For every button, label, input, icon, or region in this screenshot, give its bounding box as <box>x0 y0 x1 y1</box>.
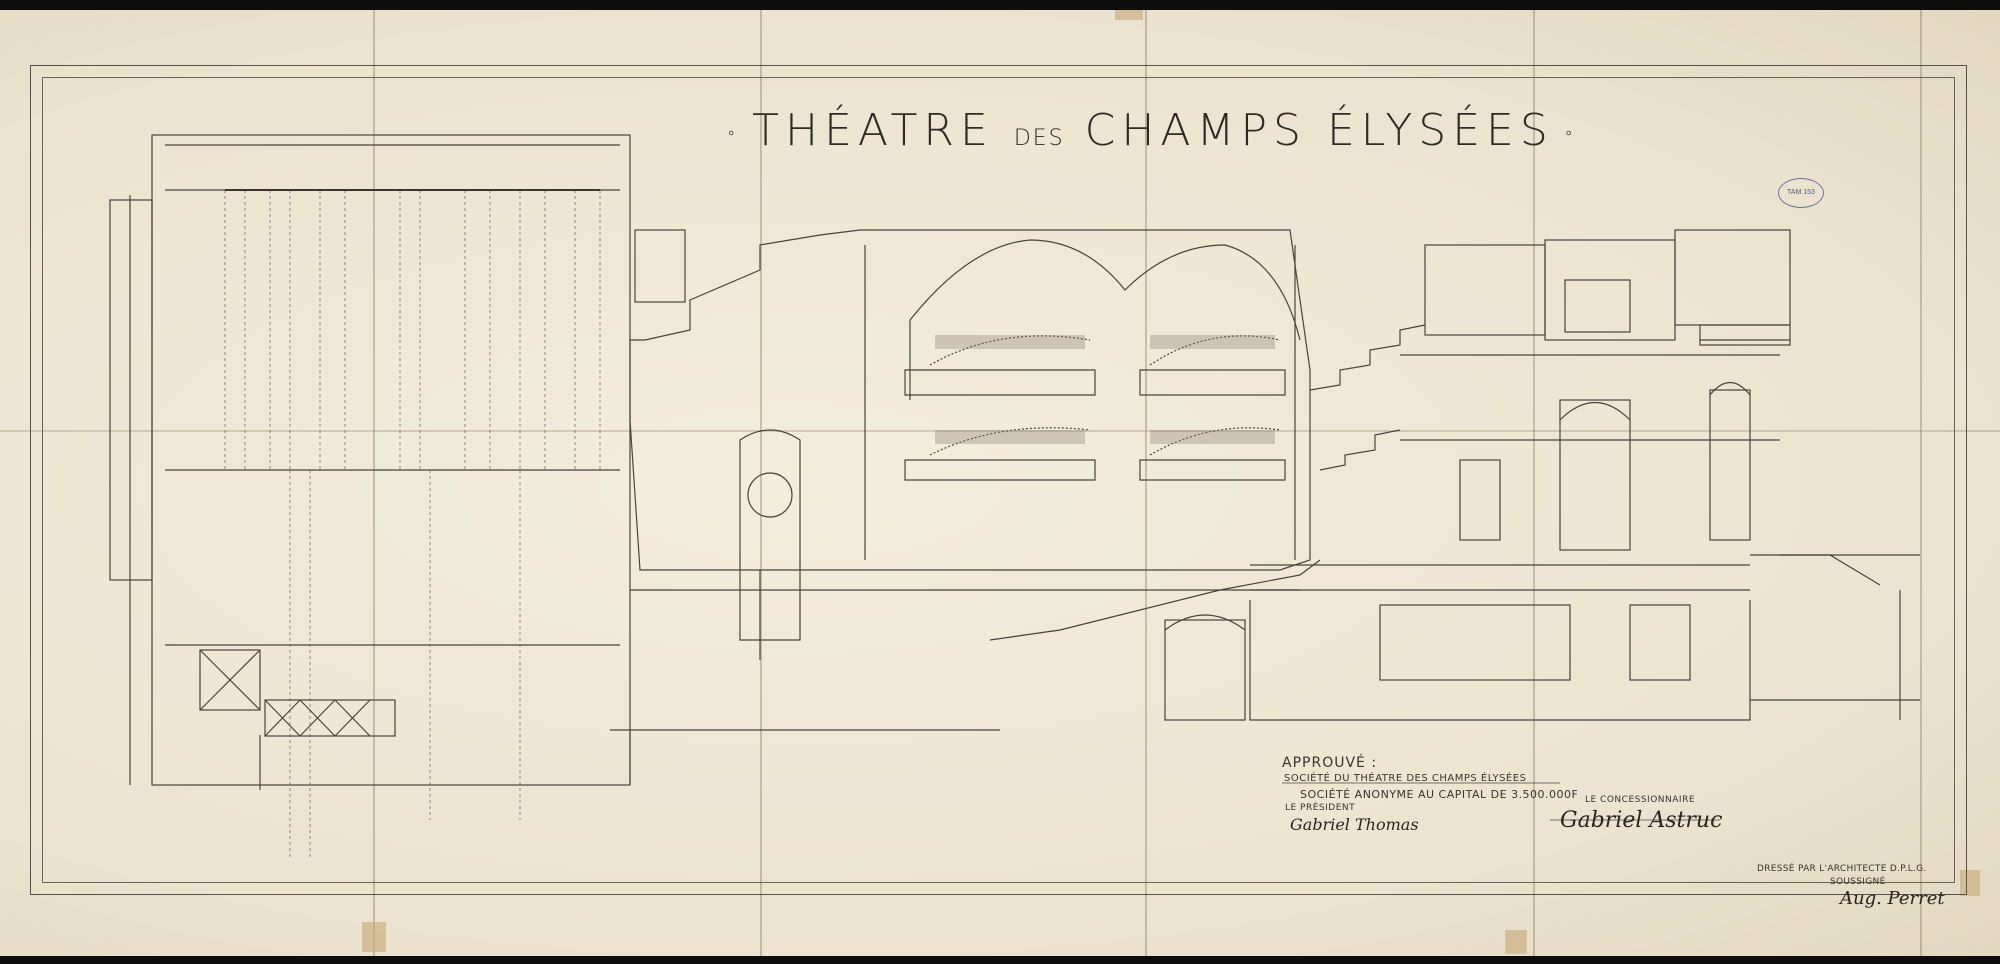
stage-house-outline <box>151 134 631 786</box>
tape-mark <box>1115 10 1143 20</box>
outer-frame <box>30 65 1967 895</box>
president-signature: Gabriel Thomas <box>1290 815 1419 834</box>
fold-line <box>1145 10 1147 956</box>
fold-line <box>0 430 2000 432</box>
fold-line <box>1920 10 1922 956</box>
archive-stamp: TAM 153 <box>1778 178 1824 208</box>
title-connector: DES <box>1013 126 1065 151</box>
tape-mark <box>1505 930 1527 954</box>
fold-line <box>1533 10 1535 956</box>
auditorium-outline <box>629 229 1311 571</box>
fold-line <box>373 10 375 956</box>
title-main: THÉATRE <box>752 105 994 156</box>
fold-line <box>760 10 762 956</box>
drawing-title: ◦ THÉATRE DES CHAMPS ÉLYSÉES ◦ <box>728 105 1578 156</box>
architect-signature: Aug. Perret <box>1840 888 1945 909</box>
drawing-sheet <box>0 10 2000 956</box>
approval-capital: SOCIÉTÉ ANONYME AU CAPITAL DE 3.500.000F <box>1300 788 1579 801</box>
architect-credit-2: SOUSSIGNÉ <box>1830 877 1886 887</box>
architect-credit: DRESSÉ PAR L'ARCHITECTE D.P.L.G. <box>1757 864 1927 874</box>
auditorium-arches <box>909 239 1301 400</box>
concessionnaire-label: LE CONCESSIONNAIRE <box>1585 795 1696 805</box>
concessionnaire-signature: Gabriel Astruc <box>1560 808 1723 833</box>
title-rest: CHAMPS ÉLYSÉES <box>1084 105 1554 156</box>
approval-heading: APPROUVÉ : <box>1282 755 1378 771</box>
president-label: LE PRÉSIDENT <box>1285 803 1356 813</box>
approval-company: SOCIÉTÉ DU THÉATRE DES CHAMPS ÉLYSÉES <box>1284 773 1527 784</box>
inner-frame <box>42 77 1955 883</box>
tape-mark <box>1960 870 1980 896</box>
tape-mark <box>362 922 386 952</box>
